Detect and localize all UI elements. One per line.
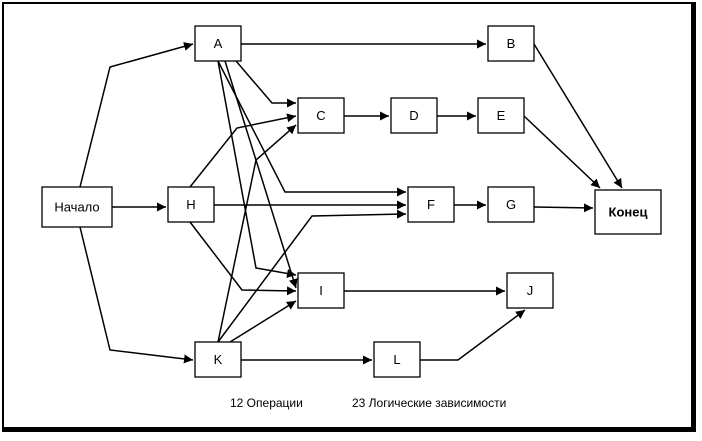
node-box-d xyxy=(390,97,438,134)
node-label-c: C xyxy=(316,108,325,123)
node-box-j xyxy=(506,272,554,309)
node-label-h: H xyxy=(186,197,195,212)
node-g: G xyxy=(487,186,535,223)
node-k: K xyxy=(194,341,242,378)
nodes: Начало A B C D E F G H I J K L Конец xyxy=(41,25,662,378)
node-box-c xyxy=(297,97,345,134)
node-d: D xyxy=(390,97,438,134)
node-label-j: J xyxy=(527,283,534,298)
node-a: A xyxy=(194,25,242,62)
node-i: I xyxy=(297,272,345,309)
node-label-e: E xyxy=(497,108,506,123)
node-label-l: L xyxy=(393,352,400,367)
edge-b-to-end xyxy=(533,43,623,189)
node-box-b xyxy=(487,25,535,62)
node-box-l xyxy=(373,341,421,378)
node-label-b: B xyxy=(507,36,516,51)
node-label-start: Начало xyxy=(54,200,99,215)
edge-a-to-c xyxy=(235,60,296,108)
node-box-k xyxy=(194,341,242,378)
edges xyxy=(79,39,623,365)
dependencies-caption: 23 Логические зависимости xyxy=(352,396,507,410)
node-h: H xyxy=(167,186,215,223)
edge-a-to-i xyxy=(217,60,297,278)
node-b: B xyxy=(487,25,535,62)
edge-h-to-i xyxy=(189,221,297,296)
edge-g-to-end xyxy=(533,203,594,213)
edge-k-to-i xyxy=(229,300,297,343)
node-label-end: Конец xyxy=(609,205,648,220)
node-end: Конец xyxy=(594,189,662,235)
node-label-g: G xyxy=(506,197,516,212)
node-label-f: F xyxy=(427,197,435,212)
edge-start-to-k xyxy=(79,226,194,364)
edge-a-to-j xyxy=(224,60,298,289)
node-box-a xyxy=(194,25,242,62)
operations-caption: 12 Операции xyxy=(230,396,303,410)
node-f: F xyxy=(407,186,455,223)
node-box-e xyxy=(477,97,525,134)
node-j: J xyxy=(506,272,554,309)
node-box-h xyxy=(167,186,215,223)
node-box-end xyxy=(594,189,662,235)
edge-k-to-f xyxy=(217,209,407,343)
node-start: Начало xyxy=(41,186,113,228)
node-box-g xyxy=(487,186,535,223)
node-label-a: A xyxy=(214,36,223,51)
node-box-f xyxy=(407,186,455,223)
node-e: E xyxy=(477,97,525,134)
node-label-k: K xyxy=(214,352,223,367)
node-box-start xyxy=(41,186,113,228)
edge-a-to-f xyxy=(217,60,406,197)
edge-start-to-a xyxy=(79,42,194,188)
edge-e-to-end xyxy=(523,115,601,189)
node-label-i: I xyxy=(319,283,323,298)
edge-h-to-c xyxy=(189,113,297,188)
node-l: L xyxy=(373,341,421,378)
edge-l-to-j xyxy=(420,309,526,361)
edge-k-to-c xyxy=(217,124,297,343)
node-c: C xyxy=(297,97,345,134)
node-label-d: D xyxy=(409,108,418,123)
node-box-i xyxy=(297,272,345,309)
